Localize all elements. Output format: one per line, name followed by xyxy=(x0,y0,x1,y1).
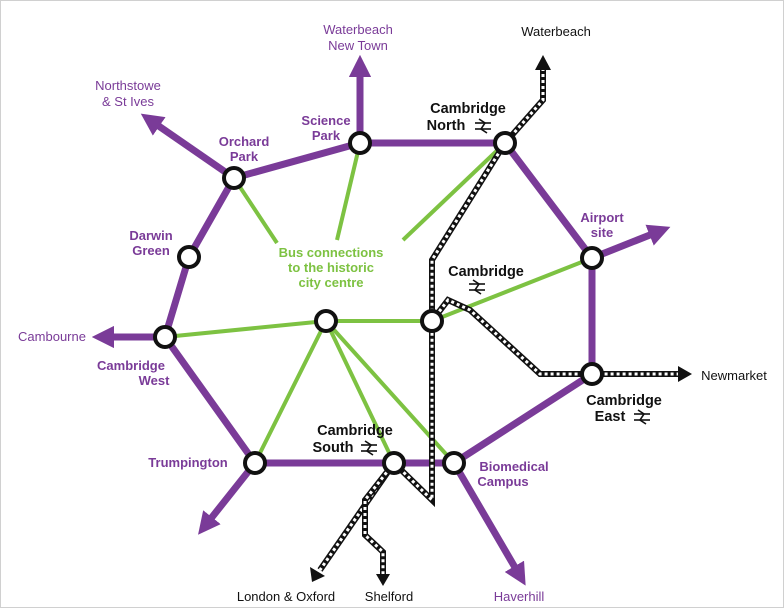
label-cambridge-west-1: Cambridge xyxy=(97,358,165,373)
label-bus-connections-2: to the historic xyxy=(288,260,374,275)
label-shelford: Shelford xyxy=(365,589,413,604)
labels: Waterbeach New Town Waterbeach Northstow… xyxy=(18,22,767,604)
rail-icon-cambridge-south xyxy=(360,440,378,456)
label-london-oxford: London & Oxford xyxy=(237,589,335,604)
label-cambridge: Cambridge xyxy=(448,264,524,280)
arrowhead-waterbeach-rail xyxy=(535,55,551,70)
label-science-park-1: Science xyxy=(301,113,350,128)
bus-link-cambridge-west xyxy=(164,319,327,339)
station-cambridge[interactable] xyxy=(420,309,444,333)
rail-icon-cambridge xyxy=(468,279,486,295)
station-science-park[interactable] xyxy=(348,131,372,155)
label-cambridge-north-2: North xyxy=(427,118,466,134)
station-cambridge-south[interactable] xyxy=(382,451,406,475)
station-darwin-green[interactable] xyxy=(177,245,201,269)
rail-icon-cambridge-north xyxy=(474,118,492,134)
station-airport-site[interactable] xyxy=(580,246,604,270)
label-orchard-park-1: Orchard xyxy=(219,134,270,149)
spoke-haverhill xyxy=(450,461,526,586)
label-bus-connections-3: city centre xyxy=(298,275,363,290)
label-cambridge-east-2: East xyxy=(595,409,626,425)
label-waterbeach-new-town-1: Waterbeach xyxy=(323,22,393,37)
label-newmarket: Newmarket xyxy=(701,368,767,383)
label-airport-site-2: site xyxy=(591,225,613,240)
label-northstowe-2: & St Ives xyxy=(102,94,155,109)
station-bus-hub[interactable] xyxy=(314,309,338,333)
label-biomedical-1: Biomedical xyxy=(479,459,548,474)
arrowhead-shelford xyxy=(376,574,390,586)
spoke-airport xyxy=(590,224,671,262)
label-cambridge-west-2: West xyxy=(139,373,170,388)
bus-link-trumpington xyxy=(253,320,328,464)
spoke-northstowe xyxy=(140,113,236,181)
station-cambridge-east[interactable] xyxy=(580,362,604,386)
label-haverhill: Haverhill xyxy=(494,589,545,604)
station-orchard-park[interactable] xyxy=(222,166,246,190)
stations xyxy=(153,131,604,475)
label-darwin-green-2: Green xyxy=(132,243,170,258)
label-northstowe-1: Northstowe xyxy=(95,78,161,93)
bus-link-orchard-park xyxy=(232,176,279,245)
label-cambourne: Cambourne xyxy=(18,329,86,344)
label-cambridge-south-1: Cambridge xyxy=(317,423,393,439)
label-cambridge-south-2: South xyxy=(312,440,353,456)
rail-icon-cambridge-east xyxy=(633,409,651,425)
label-biomedical-2: Campus xyxy=(477,474,528,489)
arrowhead-london-oxford xyxy=(310,567,325,582)
label-orchard-park-2: Park xyxy=(230,149,259,164)
label-bus-connections-1: Bus connections xyxy=(279,245,384,260)
station-cambridge-west[interactable] xyxy=(153,325,177,349)
bus-link-airport xyxy=(431,256,593,323)
label-science-park-2: Park xyxy=(312,128,341,143)
rail-shelford xyxy=(362,461,397,576)
station-trumpington[interactable] xyxy=(243,451,267,475)
label-airport-site-1: Airport xyxy=(580,210,624,225)
arrowhead-newmarket xyxy=(678,366,692,382)
bus-link-science-park xyxy=(335,142,362,241)
label-cambridge-north-1: Cambridge xyxy=(430,101,506,117)
label-waterbeach-new-town-2: New Town xyxy=(328,38,388,53)
bus-link-cambridge-south xyxy=(324,320,396,464)
station-biomedical-campus[interactable] xyxy=(442,451,466,475)
station-cambridge-north[interactable] xyxy=(493,131,517,155)
label-waterbeach-rail: Waterbeach xyxy=(521,24,591,39)
label-cambridge-east-1: Cambridge xyxy=(586,393,662,409)
bus-link-cambridge-north xyxy=(401,141,507,242)
ring-line xyxy=(161,139,596,467)
label-trumpington: Trumpington xyxy=(148,455,227,470)
spoke-trumpington-south xyxy=(198,460,258,535)
label-darwin-green-1: Darwin xyxy=(129,228,172,243)
